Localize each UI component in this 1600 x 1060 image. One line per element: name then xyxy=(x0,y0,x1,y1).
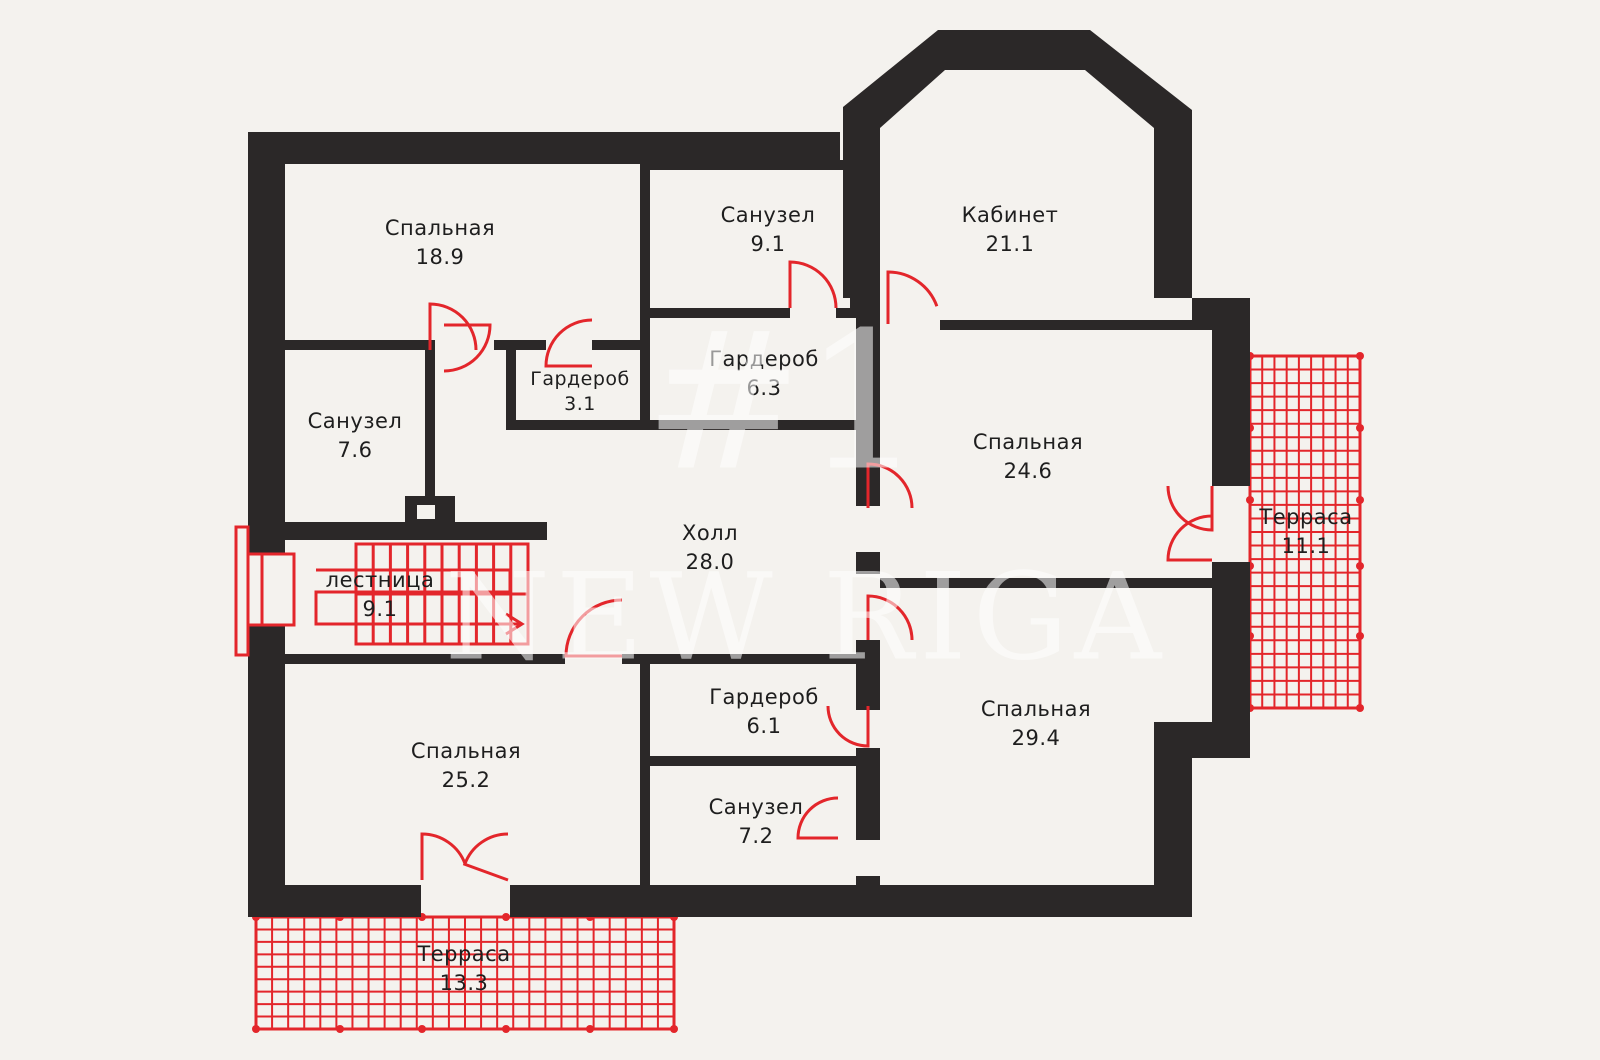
room-hall: Холл 28.0 xyxy=(682,519,738,577)
room-name: Кабинет xyxy=(961,203,1059,227)
room-wardrobe-2: Гардероб 6.3 xyxy=(709,345,819,403)
terrace-right-grid xyxy=(1246,352,1364,712)
room-area: 29.4 xyxy=(1011,726,1061,750)
door-swing xyxy=(443,323,492,373)
room-bathroom-1: Санузел 9.1 xyxy=(721,201,816,259)
room-area: 18.9 xyxy=(415,245,465,269)
door-swing xyxy=(1166,514,1213,562)
room-terrace-bottom: Терраса 13.3 xyxy=(417,940,510,998)
room-wardrobe-1: Гардероб 3.1 xyxy=(530,367,630,417)
doors xyxy=(420,260,1214,882)
terrace-post xyxy=(1356,352,1364,360)
terrace-post xyxy=(1356,562,1364,570)
room-area: 6.3 xyxy=(746,376,782,400)
terrace-post xyxy=(502,1025,510,1033)
terrace-post xyxy=(252,1025,260,1033)
room-terrace-right: Терраса 11.1 xyxy=(1259,503,1352,561)
door-swing xyxy=(788,260,838,309)
room-name: Санузел xyxy=(307,409,403,433)
room-bedroom-2: Спальная 24.6 xyxy=(973,428,1083,486)
room-bedroom-3: Спальная 29.4 xyxy=(981,695,1091,753)
door-swing xyxy=(544,318,593,368)
room-name: Терраса xyxy=(1259,505,1353,529)
door-swing xyxy=(866,462,914,509)
terrace-post xyxy=(1356,424,1364,432)
room-bedroom-4: Спальная 25.2 xyxy=(411,737,521,795)
room-area: 24.6 xyxy=(1003,459,1053,483)
door-swing xyxy=(428,302,478,351)
room-bedroom-1: Спальная 18.9 xyxy=(385,214,495,272)
door-swing xyxy=(564,598,623,658)
terrace-post xyxy=(1246,496,1254,504)
room-area: 13.3 xyxy=(439,971,489,995)
room-bathroom-2: Санузел 7.6 xyxy=(308,407,403,465)
room-area: 7.2 xyxy=(738,824,774,848)
terrace-post xyxy=(670,1025,678,1033)
stairs-run xyxy=(314,568,512,626)
door-swing xyxy=(866,594,914,641)
door-swing xyxy=(462,832,509,882)
room-name: Гардероб xyxy=(709,347,819,371)
terrace-post xyxy=(1356,632,1364,640)
room-name: Гардероб xyxy=(530,368,630,390)
terrace-post xyxy=(418,1025,426,1033)
terrace-post xyxy=(502,913,510,921)
room-area: 3.1 xyxy=(564,393,596,415)
stairs-arrow-head xyxy=(505,612,525,636)
room-name: Холл xyxy=(681,521,739,545)
room-study: Кабинет 21.1 xyxy=(962,201,1059,259)
walls xyxy=(248,30,1250,917)
room-wardrobe-3: Гардероб 6.1 xyxy=(709,683,819,741)
terrace-post xyxy=(336,1025,344,1033)
room-name: Санузел xyxy=(708,795,804,819)
room-area: 28.0 xyxy=(685,550,735,574)
room-name: лестница xyxy=(325,568,435,592)
door-swing xyxy=(796,796,839,840)
room-area: 25.2 xyxy=(441,768,491,792)
window-left xyxy=(234,525,296,657)
door-swing xyxy=(886,270,939,324)
room-area: 21.1 xyxy=(985,232,1035,256)
room-name: Гардероб xyxy=(709,685,819,709)
room-area: 6.1 xyxy=(746,714,782,738)
room-area: 11.1 xyxy=(1281,534,1331,558)
room-name: Терраса xyxy=(417,942,511,966)
stairs xyxy=(314,542,530,646)
room-name: Спальная xyxy=(384,216,496,240)
room-area: 9.1 xyxy=(750,232,786,256)
room-area: 7.6 xyxy=(337,438,373,462)
room-bathroom-3: Санузел 7.2 xyxy=(709,793,804,851)
terrace-bottom-grid xyxy=(252,913,678,1033)
room-stairs: лестница 9.1 xyxy=(326,566,435,624)
door-swing xyxy=(826,705,870,748)
room-name: Спальная xyxy=(410,739,522,763)
room-name: Санузел xyxy=(720,203,816,227)
terrace-post xyxy=(586,1025,594,1033)
room-area: 9.1 xyxy=(362,597,398,621)
room-name: Спальная xyxy=(972,430,1084,454)
door-swing xyxy=(420,832,467,880)
terrace-post xyxy=(1356,496,1364,504)
door-swing xyxy=(1166,485,1214,532)
terrace-post xyxy=(1356,704,1364,712)
room-name: Спальная xyxy=(980,697,1092,721)
